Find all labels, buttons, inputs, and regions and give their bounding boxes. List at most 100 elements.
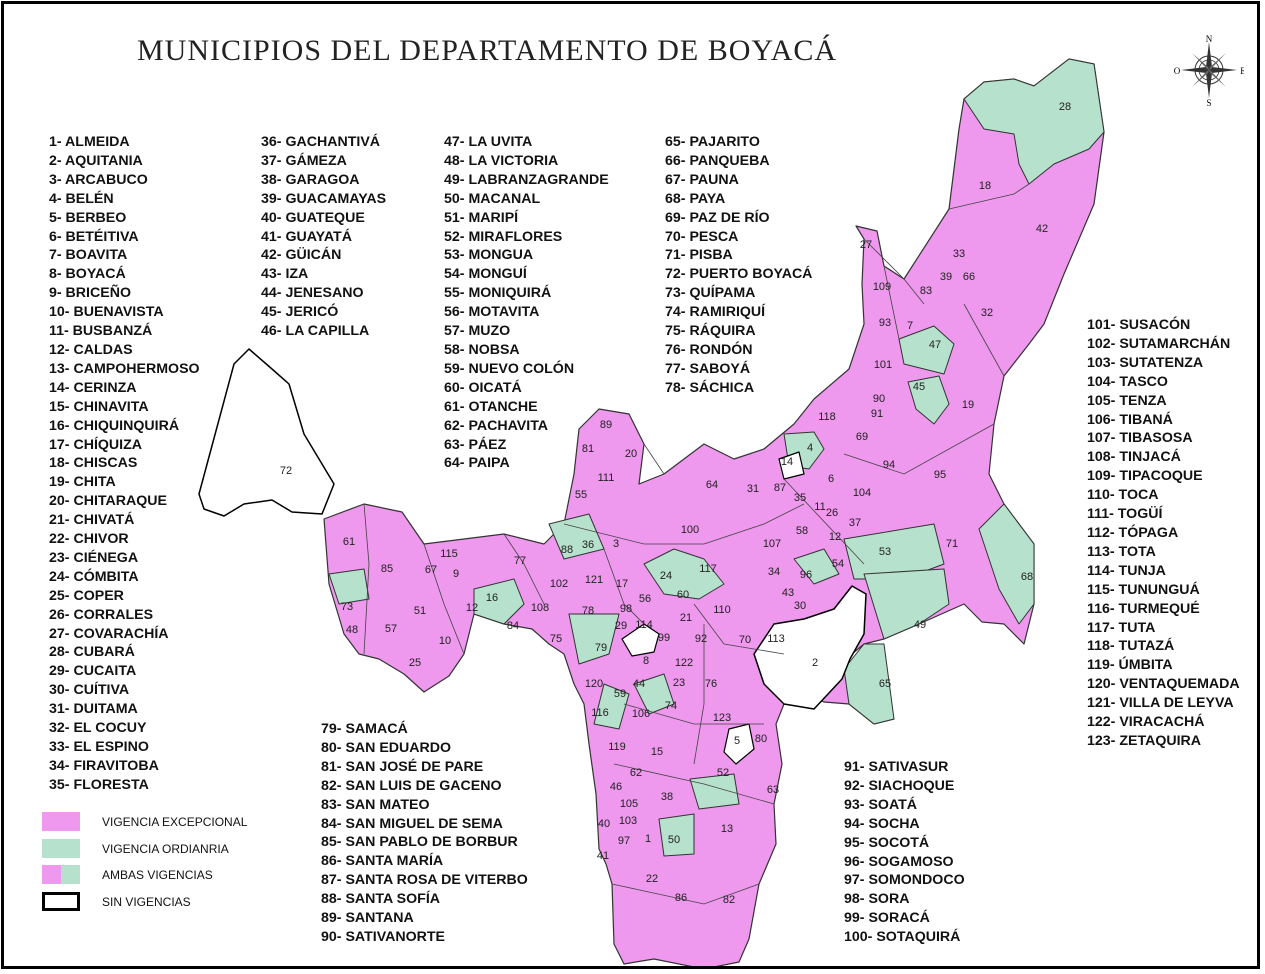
- map-label: 99: [658, 632, 670, 644]
- compass-e: E: [1240, 66, 1244, 76]
- map-label: 21: [680, 612, 692, 624]
- municipio-list-item: 57- MUZO: [444, 323, 511, 340]
- municipio-list-item: 64- PAIPA: [444, 455, 510, 472]
- ordinaria-zone: [863, 568, 950, 640]
- municipio-list-item: 34- FIRAVITOBA: [49, 757, 159, 774]
- municipio-14-shape: [778, 451, 805, 480]
- municipio-list-item: 26- CORRALES: [49, 606, 154, 623]
- municipio-list-item: 4- BELÉN: [49, 190, 114, 207]
- municipio-list-item: 3- ARCABUCO: [49, 171, 148, 188]
- map-label: 18: [979, 180, 991, 192]
- map-label: 70: [739, 634, 751, 646]
- map-label: 19: [962, 399, 974, 411]
- municipio-list-item: 10- BUENAVISTA: [49, 304, 164, 321]
- ordinaria-zone: [843, 643, 895, 725]
- legend-label: AMBAS VIGENCIAS: [102, 868, 213, 882]
- municipio-boundary: [563, 523, 704, 545]
- ordinaria-zone: [963, 58, 1105, 185]
- map-label: 33: [953, 248, 965, 260]
- legend-label: VIGENCIA ORDIANRIA: [102, 841, 229, 856]
- map-label: 62: [630, 767, 642, 779]
- map-label: 29: [615, 620, 627, 632]
- municipio-list-item: 41- GUAYATÁ: [261, 228, 352, 245]
- municipio-boundary: [703, 503, 805, 545]
- municipio-list-item: 88- SANTA SOFÍA: [321, 891, 441, 908]
- map-label: 107: [763, 538, 781, 550]
- municipio-list-item: 70- PESCA: [665, 228, 739, 245]
- map-label: 61: [343, 536, 355, 548]
- municipio-list-item: 84- SAN MIGUEL DE SEMA: [321, 815, 503, 832]
- municipio-boundary: [611, 883, 760, 905]
- map-label: 1: [645, 833, 651, 845]
- map-label: 16: [486, 592, 498, 604]
- map-label: 110: [713, 604, 731, 616]
- municipio-boundary: [693, 624, 705, 765]
- map-label: 26: [826, 507, 838, 519]
- municipio-list-item: 17- CHÍQUIZA: [49, 436, 143, 453]
- map-label: 7: [907, 320, 913, 332]
- compass-n: N: [1206, 34, 1213, 44]
- map-label: 72: [280, 465, 292, 477]
- map-label: 56: [639, 593, 651, 605]
- municipio-list-item: 78- SÁCHICA: [665, 379, 755, 396]
- municipio-list-item: 25- COPER: [49, 587, 124, 604]
- map-label: 93: [879, 317, 891, 329]
- map-label: 68: [1021, 571, 1033, 583]
- municipio-114-shape: [621, 623, 660, 657]
- municipio-list-item: 13- CAMPOHERMOSO: [49, 360, 200, 377]
- map-label: 37: [849, 517, 861, 529]
- map-label: 78: [582, 605, 594, 617]
- map-label: 35: [794, 492, 806, 504]
- map-label: 77: [514, 555, 526, 567]
- municipio-list-item: 62- PACHAVITA: [444, 417, 549, 434]
- municipio-list-item: 35- FLORESTA: [49, 776, 149, 793]
- municipio-list-item: 2- AQUITANIA: [49, 152, 143, 169]
- map-label: 23: [673, 677, 685, 689]
- map-label: 53: [879, 546, 891, 558]
- municipio-list-item: 71- PISBA: [665, 247, 733, 264]
- map-label: 98: [620, 603, 632, 615]
- map-label: 60: [677, 589, 689, 601]
- municipio-list-item: 40- GUATEQUE: [261, 209, 365, 226]
- map-label: 66: [963, 271, 975, 283]
- map-label: 45: [913, 381, 925, 393]
- municipio-list-item: 6- BETÉITIVA: [49, 228, 139, 245]
- ordinaria-zone: [978, 503, 1035, 625]
- map-label: 114: [635, 619, 653, 631]
- municipio-boundary: [863, 238, 925, 305]
- map-label: 51: [414, 605, 426, 617]
- municipio-list-item: 104- TASCO: [1087, 373, 1168, 390]
- map-label: 58: [796, 525, 808, 537]
- map-label: 63: [767, 784, 779, 796]
- municipio-list-item: 100- SOTAQUIRÁ: [844, 929, 961, 946]
- map-label: 89: [600, 419, 612, 431]
- municipio-boundary: [363, 503, 370, 655]
- map-label: 117: [699, 563, 717, 575]
- ordinaria-zone: [328, 568, 370, 605]
- map-label: 2: [812, 657, 818, 669]
- municipio-list-item: 79- SAMACÁ: [321, 721, 408, 737]
- municipio-list-item: 14- CERINZA: [49, 379, 137, 396]
- municipio-list-item: 23- CIÉNEGA: [49, 549, 139, 566]
- municipio-list-item: 99- SORACÁ: [844, 910, 930, 927]
- map-label: 96: [800, 569, 812, 581]
- map-label: 69: [856, 431, 868, 443]
- map-label: 36: [582, 539, 594, 551]
- municipio-list-item: 49- LABRANZAGRANDE: [444, 171, 609, 188]
- map-label: 81: [582, 443, 594, 455]
- municipio-list-item: 12- CALDAS: [49, 341, 133, 358]
- map-label: 57: [385, 623, 397, 635]
- compass-rose-icon: N S E O: [1174, 34, 1244, 106]
- map-label: 95: [934, 469, 946, 481]
- compass-o: O: [1174, 66, 1181, 76]
- municipio-list-item: 33- EL ESPINO: [49, 739, 149, 755]
- municipio-list-item: 55- MONIQUIRÁ: [444, 285, 552, 302]
- map-label: 113: [767, 633, 785, 645]
- map-label: 82: [723, 894, 735, 906]
- municipio-list-item: 19- CHITA: [49, 474, 116, 491]
- municipio-boundary: [423, 543, 465, 655]
- ordinaria-zone: [689, 773, 740, 810]
- municipio-list-item: 90- SATIVANORTE: [321, 928, 446, 945]
- map-label: 40: [598, 818, 610, 830]
- municipio-2-shape: [753, 585, 867, 710]
